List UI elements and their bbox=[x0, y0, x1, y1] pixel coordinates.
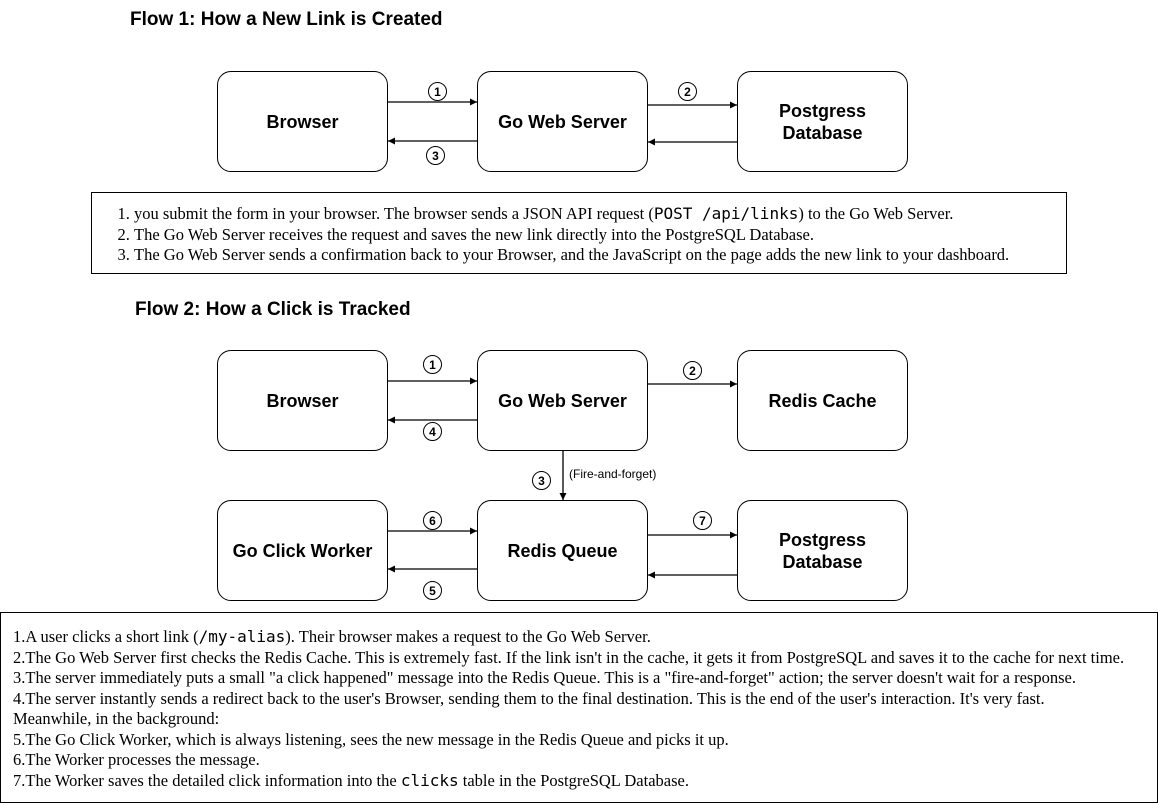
flow1-node-browser: Browser bbox=[217, 71, 388, 172]
flow2-note-line: 7.The Worker saves the detailed click in… bbox=[13, 770, 689, 790]
flow1-step-badge-1: 1 bbox=[428, 82, 447, 101]
flow1-title: Flow 1: How a New Link is Created bbox=[130, 9, 443, 30]
flow1-notes-list: you submit the form in your browser. The… bbox=[92, 204, 1066, 266]
flow2-step-badge-2: 2 bbox=[683, 361, 702, 380]
flow2-step-badge-7: 7 bbox=[693, 511, 712, 530]
flow2-node-browser: Browser bbox=[217, 350, 388, 451]
flow2-step-badge-6: 6 bbox=[423, 511, 442, 530]
flow2-node-postgres-database: Postgress Database bbox=[737, 500, 908, 601]
flow2-step-badge-5: 5 bbox=[423, 581, 442, 600]
flow2-notes-box: 1.A user clicks a short link (/my-alias)… bbox=[0, 612, 1158, 803]
flow1-node-go-web-server: Go Web Server bbox=[477, 71, 648, 172]
edge-label-fire-and-forget: (Fire-and-forget) bbox=[569, 467, 657, 481]
flow2-db-label-line1: Postgress bbox=[778, 529, 867, 550]
flow2-note-line: Meanwhile, in the background: bbox=[13, 709, 220, 728]
flow1-db-label-line2: Database bbox=[782, 122, 863, 143]
flow2-step-badge-1: 1 bbox=[423, 355, 442, 374]
flow2-node-redis-queue: Redis Queue bbox=[477, 500, 648, 601]
flow2-step-badge-3: 3 bbox=[532, 471, 551, 490]
flow1-note-item: you submit the form in your browser. The… bbox=[134, 204, 1066, 225]
flow1-step-badge-3: 3 bbox=[426, 146, 445, 165]
flow2-note-line: 2.The Go Web Server first checks the Red… bbox=[13, 647, 1125, 667]
inline-code: clicks bbox=[400, 770, 459, 790]
flow1-step-badge-2: 2 bbox=[678, 82, 697, 101]
inline-code: /my-alias bbox=[198, 627, 286, 646]
flow2-title: Flow 2: How a Click is Tracked bbox=[135, 299, 411, 320]
flow1-node-postgres-database: Postgress Database bbox=[737, 71, 908, 172]
flow2-step-badge-4: 4 bbox=[423, 422, 442, 441]
flow2-node-redis-cache: Redis Cache bbox=[737, 350, 908, 451]
flow2-note-line: 1.A user clicks a short link (/my-alias)… bbox=[13, 627, 651, 646]
flow2-db-label-line2: Database bbox=[782, 551, 863, 572]
flow1-notes-box: you submit the form in your browser. The… bbox=[91, 192, 1067, 274]
flow2-note-line: 6.The Worker processes the message. bbox=[13, 750, 260, 769]
flow2-note-line: 3.The server immediately puts a small "a… bbox=[13, 668, 1076, 687]
flow2-note-line: 4.The server instantly sends a redirect … bbox=[13, 688, 1045, 708]
inline-code: POST /api/links bbox=[653, 204, 799, 223]
flow1-note-item: The Go Web Server sends a confirmation b… bbox=[134, 245, 1066, 266]
flow2-node-go-web-server: Go Web Server bbox=[477, 350, 648, 451]
flow1-db-label-line1: Postgress bbox=[778, 100, 867, 121]
flow1-note-item: The Go Web Server receives the request a… bbox=[134, 225, 1066, 246]
flow2-node-go-click-worker: Go Click Worker bbox=[217, 500, 388, 601]
flow2-note-line: 5.The Go Click Worker, which is always l… bbox=[13, 729, 729, 749]
